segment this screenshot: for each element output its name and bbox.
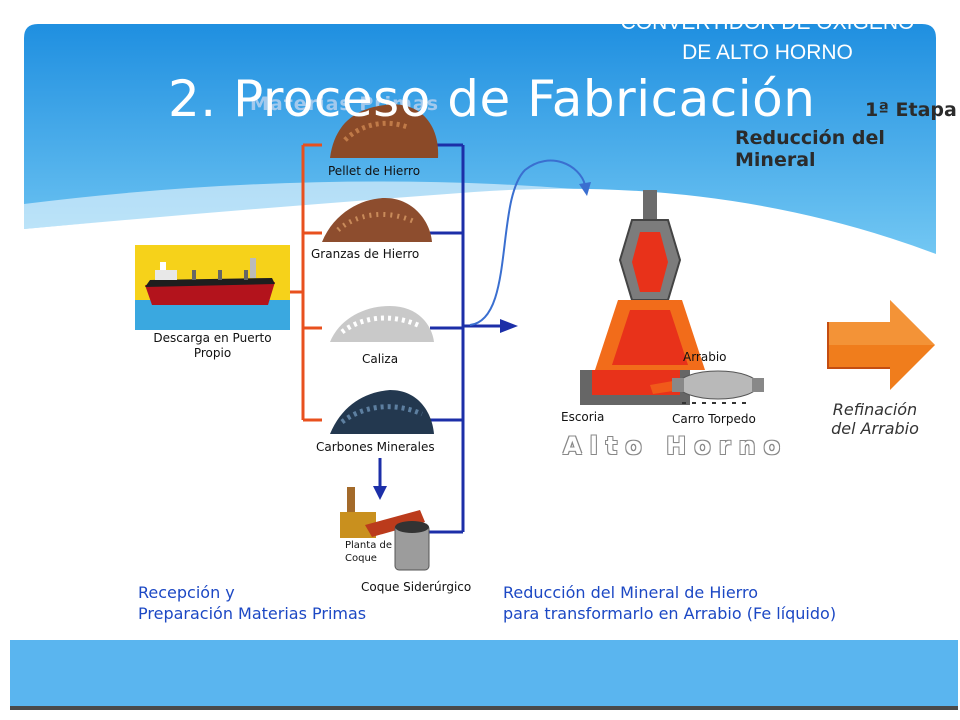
top-caption-line2: DE ALTO HORNO [682, 41, 853, 64]
top-caption-line1: CONVERTIDOR DE OXIGENO [620, 11, 915, 34]
ship-label: Descarga en Puerto Propio [135, 331, 290, 361]
ship-label-text: Descarga en Puerto Propio [153, 331, 272, 360]
refine-label: Refinación del Arrabio [815, 400, 935, 438]
refine-arrow [827, 300, 935, 390]
torpedo-car-illustration [672, 370, 764, 404]
section-right-line2: para transformarlo en Arrabio (Fe líquid… [503, 604, 837, 623]
stage-name: Reducción del Mineral [735, 127, 885, 171]
coke-label: Coque Siderúrgico [361, 580, 472, 594]
furnace-name: Alto Horno [563, 432, 789, 460]
slide-footer-bar [10, 640, 958, 710]
materials-bracket-orange [290, 143, 322, 422]
ship-illustration [135, 245, 290, 330]
flow-curve-arrowhead [579, 182, 591, 196]
stage-number: 1ª Etapa [865, 99, 957, 121]
carbon-pile [330, 390, 434, 434]
coke-plant-label-line2: Coque [345, 553, 377, 564]
carbon-label: Carbones Minerales [316, 440, 435, 454]
carbon-down-arrowhead [373, 486, 387, 500]
coke-plant-label: Planta de Coque [345, 539, 392, 565]
to-furnace-arrowhead [500, 319, 518, 333]
section-left-line2: Preparación Materias Primas [138, 604, 367, 623]
section-right-line1: Reducción del Mineral de Hierro [503, 583, 758, 602]
coke-plant-label-line1: Planta de [345, 540, 393, 551]
top-caption: CONVERTIDOR DE OXIGENO DE ALTO HORNO [575, 8, 960, 68]
slide-header-background [24, 24, 936, 274]
refine-label-line2: del Arrabio [831, 419, 919, 438]
pellet-label: Pellet de Hierro [328, 164, 421, 178]
flow-curve-arrow [469, 159, 586, 326]
slide-title: 2. Proceso de Fabricación [168, 70, 816, 128]
blast-furnace-illustration [580, 190, 705, 405]
slag-label: Escoria [561, 410, 605, 424]
section-right-label: Reducción del Mineral de Hierro para tra… [503, 582, 836, 624]
pig-iron-label: Arrabio [683, 350, 727, 364]
torpedo-label: Carro Torpedo [672, 412, 756, 426]
slide-footer-edge [10, 706, 958, 710]
caliza-pile [330, 306, 434, 342]
granzas-pile [322, 198, 432, 242]
granzas-label: Granzas de Hierro [311, 247, 420, 261]
section-left-line1: Recepción y [138, 583, 235, 602]
pellet-pile [330, 104, 439, 158]
refine-label-line1: Refinación [832, 400, 918, 419]
coke-plant-illustration [340, 487, 430, 571]
caliza-label: Caliza [362, 352, 399, 366]
materials-bracket-blue [425, 143, 502, 534]
section-left-label: Recepción y Preparación Materias Primas [138, 582, 366, 624]
